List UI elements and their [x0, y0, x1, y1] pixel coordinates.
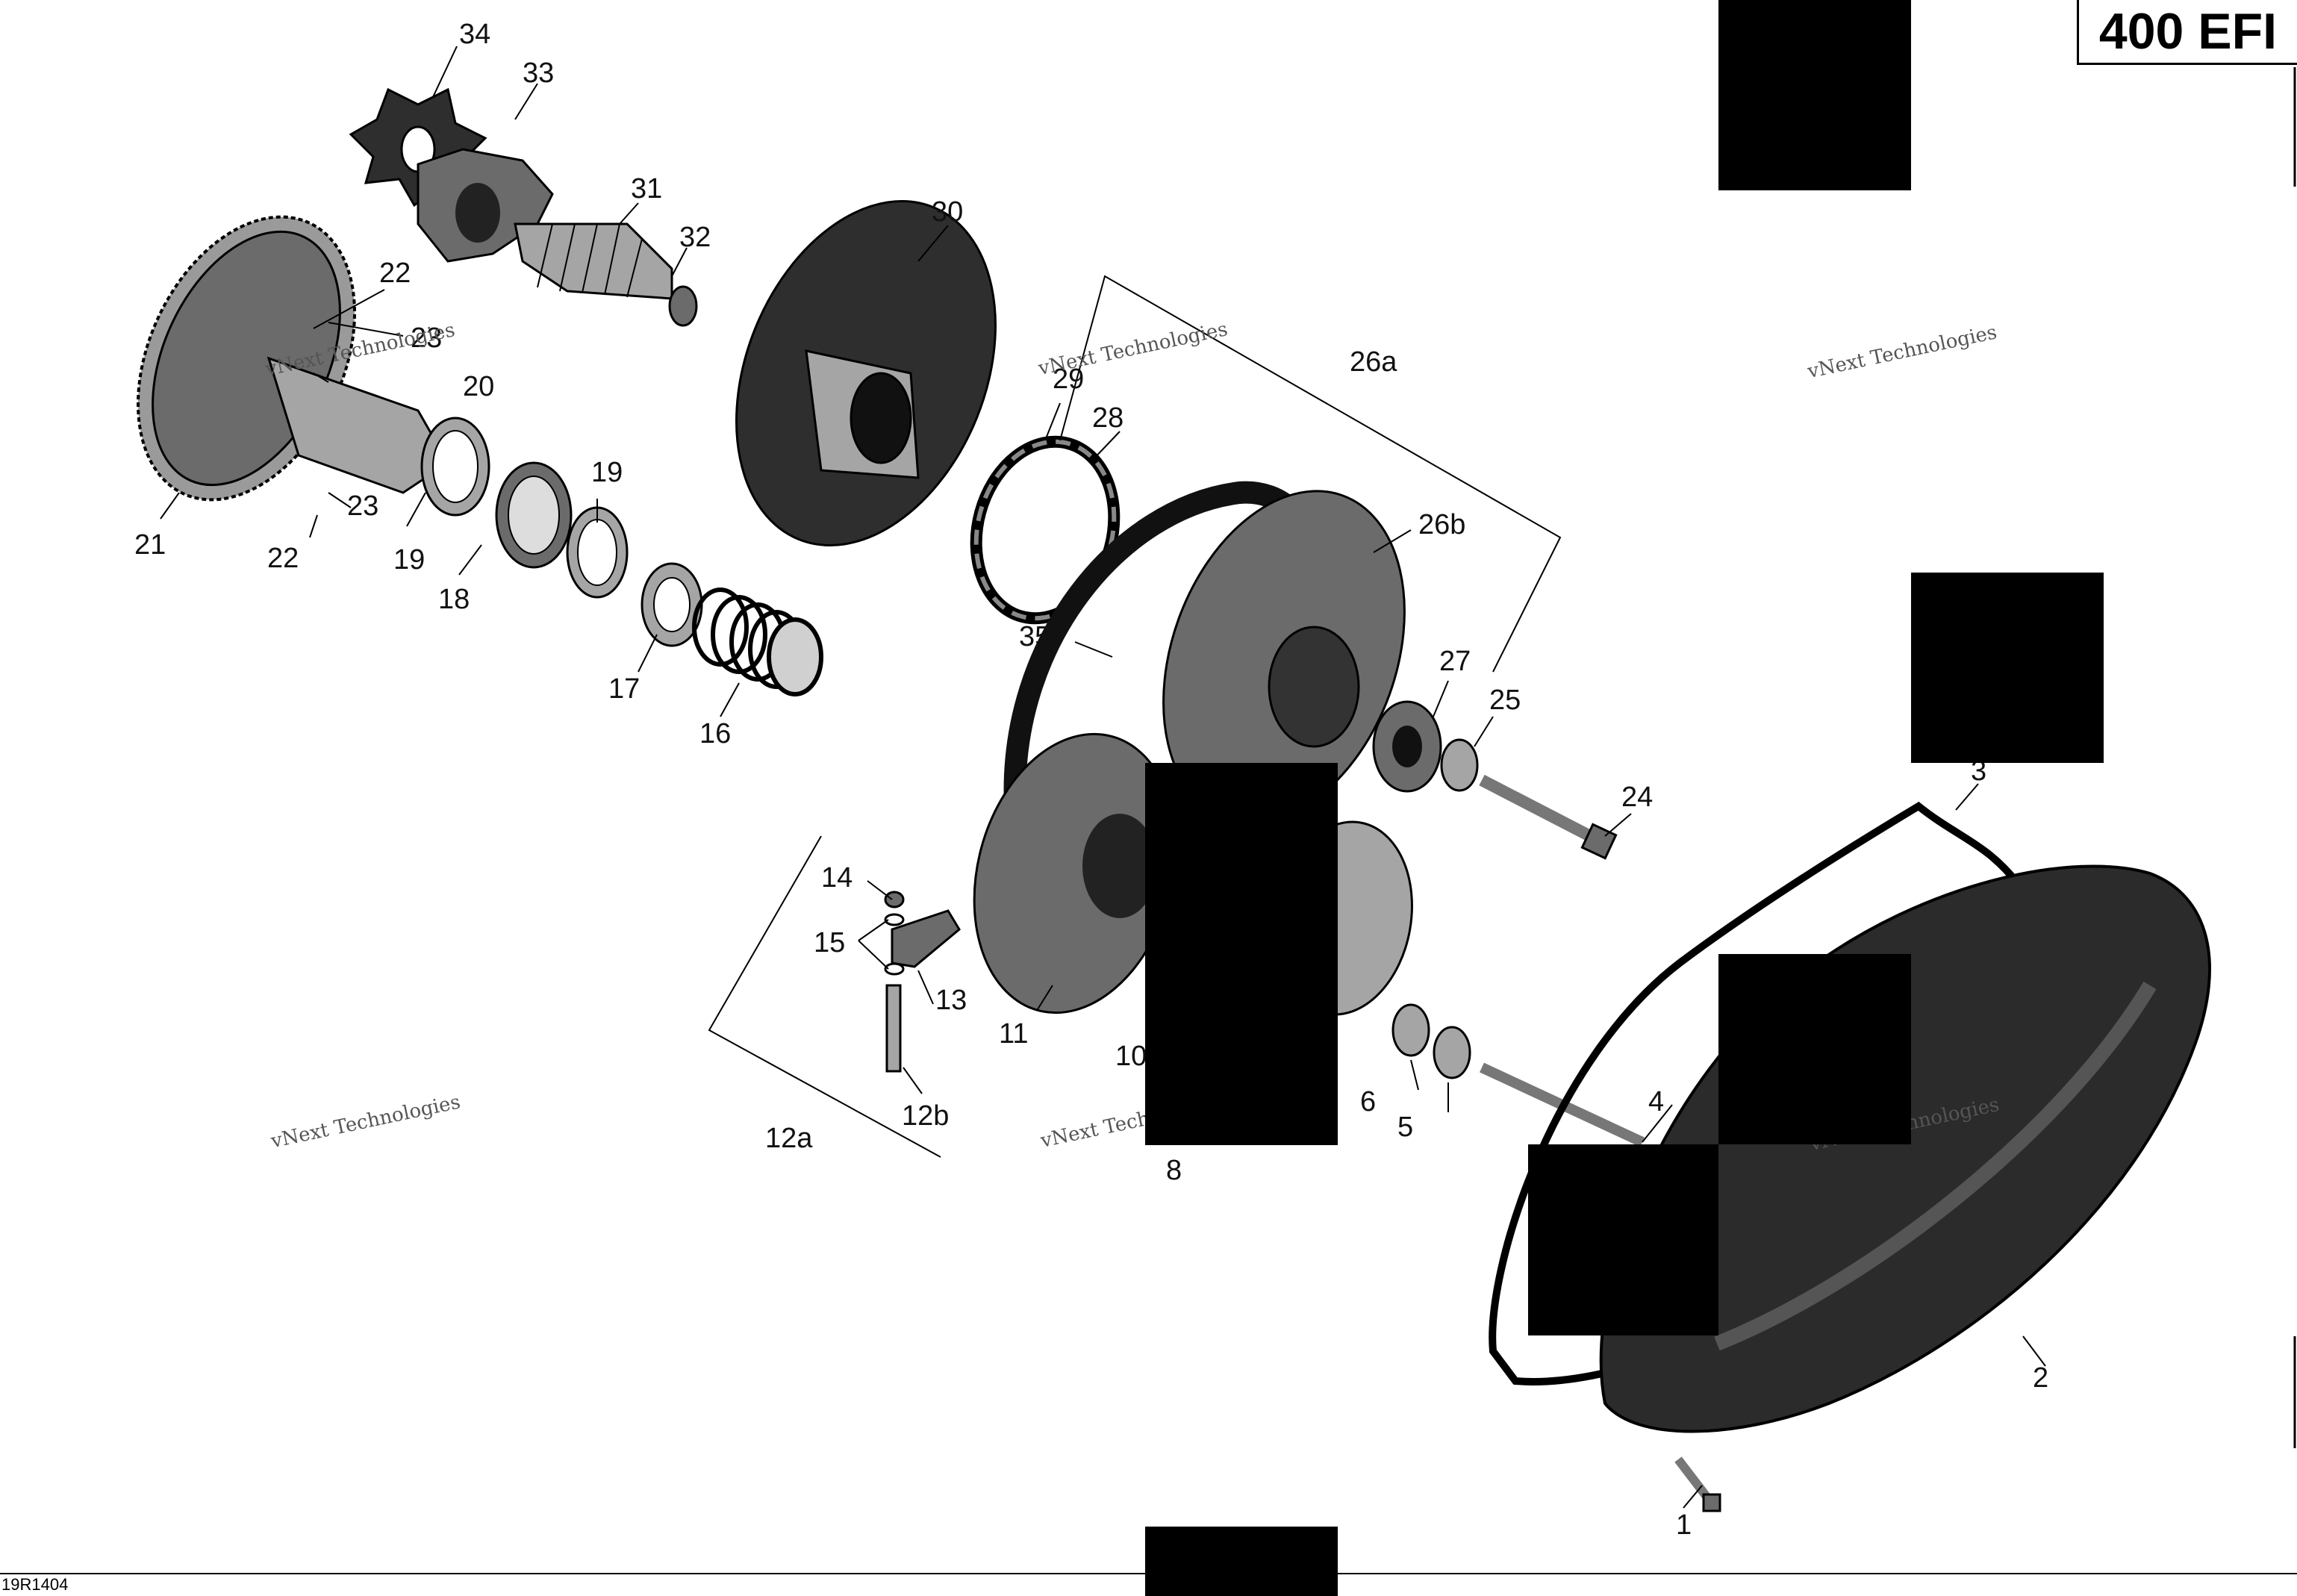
- callout-15: 15: [814, 927, 845, 958]
- callout-16: 16: [699, 718, 731, 749]
- part-28-roller-cage: [970, 435, 1121, 625]
- part-15-washers: [884, 913, 905, 976]
- redaction-block: [1718, 954, 1911, 1144]
- bracket-12a: [708, 835, 941, 1158]
- callout-23-bottom: 23: [347, 490, 378, 522]
- callout-22-bottom: 22: [267, 543, 299, 574]
- callout-26a: 26a: [1350, 346, 1397, 378]
- callout-3: 3: [1971, 755, 1986, 787]
- redaction-block: [1718, 0, 1911, 190]
- callout-21: 21: [134, 529, 166, 561]
- callout-1: 1: [1676, 1509, 1692, 1541]
- part-20-ring: [420, 417, 490, 517]
- watermark-2: vNext Technologies: [1035, 318, 1229, 380]
- callout-29: 29: [1053, 364, 1084, 395]
- part-25-washer: [1440, 738, 1479, 792]
- callout-13: 13: [935, 985, 967, 1016]
- callout-26b: 26b: [1418, 509, 1465, 540]
- callout-6: 6: [1360, 1086, 1376, 1117]
- redaction-block: [1145, 763, 1338, 1145]
- callout-27: 27: [1439, 646, 1471, 677]
- callout-35: 35: [1019, 621, 1050, 652]
- callout-17: 17: [608, 673, 640, 705]
- leader-lines: [160, 46, 2046, 1509]
- callout-20: 20: [463, 371, 494, 402]
- callout-19-left: 19: [393, 544, 425, 576]
- part-6-washer: [1391, 1003, 1430, 1057]
- watermark-caption: vNext Technologies: [269, 1091, 463, 1153]
- callout-30: 30: [932, 196, 963, 228]
- watermark-4: vNext Technologies: [269, 1091, 463, 1153]
- part-26b-driven-pulley: [1162, 490, 1406, 824]
- callouts: 34 33 31 32 30 22 23 20 19 23 22 21 19 1…: [134, 19, 2048, 1541]
- part-24-bolt: [1479, 774, 1618, 860]
- redaction-block: [1911, 573, 2104, 763]
- document-id: 19R1404: [1, 1575, 69, 1594]
- redaction-block: [1528, 1144, 1718, 1335]
- part-5-washer: [1433, 1026, 1471, 1079]
- callout-32: 32: [679, 222, 711, 253]
- part-18-bushing: [495, 461, 573, 569]
- callout-12a: 12a: [765, 1123, 813, 1154]
- callout-14: 14: [821, 862, 853, 894]
- part-32-shaft: [668, 285, 698, 327]
- callout-12b: 12b: [902, 1100, 949, 1132]
- callout-4: 4: [1648, 1086, 1664, 1117]
- callout-18: 18: [438, 584, 470, 615]
- callout-33: 33: [523, 57, 554, 89]
- part-16-spring: [692, 587, 823, 696]
- callout-22-top: 22: [379, 258, 411, 289]
- part-17-collar: [641, 562, 703, 647]
- callout-5: 5: [1397, 1112, 1413, 1143]
- part-11-drive-pulley: [973, 732, 1177, 1014]
- callout-19-right: 19: [591, 457, 623, 488]
- callout-31: 31: [631, 173, 662, 205]
- callout-8: 8: [1166, 1155, 1182, 1186]
- callout-34: 34: [459, 19, 490, 50]
- part-19-washer: [566, 506, 629, 599]
- callout-11: 11: [999, 1018, 1028, 1050]
- callout-10: 10: [1115, 1041, 1147, 1072]
- part-21-fixed-sheave-ring-gear: [136, 215, 449, 502]
- part-27-bearing: [1372, 700, 1442, 793]
- callout-2: 2: [2033, 1362, 2048, 1394]
- part-1-bolt: [1674, 1456, 1721, 1512]
- part-31-spring: [514, 222, 673, 300]
- callout-23-top: 23: [411, 322, 442, 354]
- part-14-nut: [884, 891, 905, 908]
- part-30-movable-sheave: [735, 200, 997, 546]
- watermark-3: vNext Technologies: [1805, 321, 1999, 383]
- bracket-26a: [1059, 275, 1562, 673]
- redaction-block: [1145, 1527, 1338, 1596]
- redaction-blocks: [1145, 0, 2104, 1596]
- part-13-lever-arm: [891, 909, 961, 968]
- callout-24: 24: [1621, 782, 1653, 813]
- part-2-cover: [1599, 864, 2211, 1433]
- callout-28: 28: [1092, 402, 1123, 434]
- watermark-caption: vNext Technologies: [1805, 321, 1999, 383]
- callout-25: 25: [1489, 685, 1521, 716]
- watermark-caption: vNext Technologies: [1035, 318, 1229, 380]
- part-12b-bolt: [885, 984, 902, 1073]
- model-badge: 400 EFI: [2077, 0, 2297, 65]
